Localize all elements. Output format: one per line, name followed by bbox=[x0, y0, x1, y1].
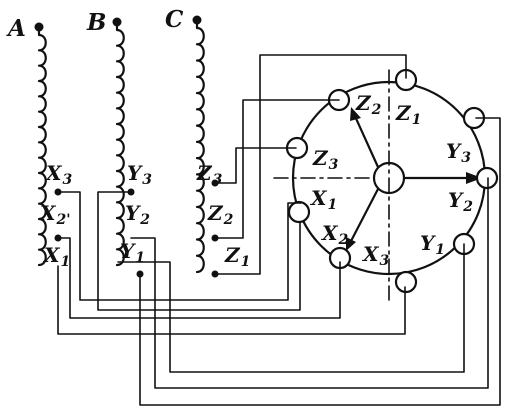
tap-label-z1: Z1 bbox=[225, 243, 251, 270]
contact-label-y2: Y2 bbox=[448, 188, 474, 215]
lead-z3 bbox=[214, 147, 297, 184]
tap-label-y1: Y1 bbox=[120, 239, 146, 266]
switch-contacts bbox=[285, 68, 499, 294]
tap-label-x2: X2' bbox=[40, 201, 71, 228]
lead-x1 bbox=[57, 191, 302, 301]
lead-y-link bbox=[97, 191, 301, 311]
tap-label-x1: X1 bbox=[44, 243, 71, 270]
switch-arm-upper-arrow bbox=[350, 107, 361, 121]
phase-a-terminal bbox=[34, 22, 44, 32]
phase-b-terminal bbox=[112, 17, 122, 27]
lead-x2 bbox=[57, 237, 341, 319]
phase-b-coil bbox=[115, 20, 125, 267]
contact-label-z1: Z1 bbox=[396, 101, 422, 128]
tap-label-y2: Y2 bbox=[125, 201, 151, 228]
contact-label-y1: Y1 bbox=[420, 231, 446, 258]
contact-label-z2: Z2 bbox=[356, 91, 382, 118]
switch-arm-lower bbox=[348, 187, 380, 245]
tap-label-x3: X3 bbox=[46, 161, 73, 188]
lead-y3 bbox=[139, 117, 501, 406]
switch-arm-right-arrow bbox=[466, 172, 482, 184]
phase-c-coil bbox=[195, 18, 205, 274]
tap-label-z2: Z2 bbox=[208, 201, 234, 228]
contact-label-y3: Y3 bbox=[446, 139, 472, 166]
contact-label-x2: X2 bbox=[322, 221, 349, 248]
phase-c-winding bbox=[192, 15, 205, 274]
tap-selector-switch bbox=[273, 68, 499, 301]
contact-label-z3: Z3 bbox=[313, 146, 339, 173]
phase-c-terminal bbox=[192, 15, 202, 25]
lead-y2 bbox=[130, 177, 489, 389]
switch-arm-upper bbox=[352, 112, 380, 169]
lead-x3 bbox=[57, 265, 406, 335]
lead-z1 bbox=[214, 54, 407, 275]
interconnect-leads bbox=[57, 54, 501, 406]
switch-contact-8 bbox=[394, 270, 418, 294]
switch-arm-lower-arrow bbox=[346, 237, 356, 251]
contact-label-x3: X3 bbox=[363, 242, 390, 269]
switch-contact-6 bbox=[475, 166, 499, 190]
phase-b-winding bbox=[112, 17, 125, 267]
phase-a-winding bbox=[34, 22, 47, 267]
lead-y1 bbox=[117, 243, 465, 373]
phase-a-coil bbox=[37, 25, 47, 267]
switch-contact-4 bbox=[287, 200, 311, 224]
contact-label-x1: X1 bbox=[311, 186, 338, 213]
tap-label-y3: Y3 bbox=[127, 161, 153, 188]
phase-c-label: C bbox=[165, 6, 184, 33]
lead-z2 bbox=[214, 99, 340, 239]
tap-label-z3: Z3 bbox=[197, 161, 223, 188]
phase-b-label: B bbox=[87, 9, 107, 36]
phase-a-label: A bbox=[8, 15, 26, 42]
